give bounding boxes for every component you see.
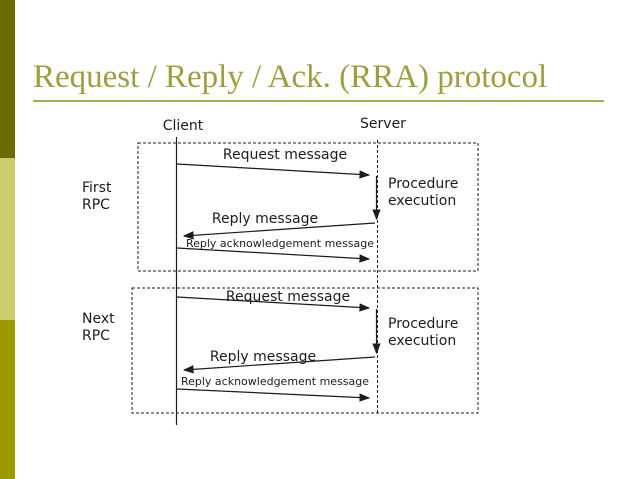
page-title: Request / Reply / Ack. (RRA) protocol: [33, 58, 604, 102]
next-rpc-label: Next RPC: [82, 311, 115, 344]
procedure-execution-label-first: Procedure execution: [388, 176, 459, 209]
request-message-label-first: Request message: [222, 147, 348, 163]
first-rpc-label: First RPC: [82, 180, 112, 213]
reply-ack-message-label-next: Reply acknowledgement message: [180, 375, 370, 388]
sidebar-accent-bar-dark: [0, 0, 15, 158]
ack-arrow-next: [176, 388, 371, 402]
procedure-execution-label-next: Procedure execution: [388, 316, 459, 349]
ack-arrow-first: [176, 247, 371, 263]
reply-arrow-next: [182, 356, 376, 374]
reply-message-label-next: Reply message: [209, 349, 317, 365]
client-lifeline-label: Client: [162, 118, 204, 134]
reply-ack-message-label-first: Reply acknowledgement message: [185, 237, 375, 250]
request-arrow-first: [176, 163, 371, 179]
sidebar-accent-bar-mid: [0, 320, 15, 479]
request-arrow-next: [176, 296, 371, 312]
sidebar-accent-bar-light: [0, 158, 15, 320]
server-lifeline-label: Server: [360, 116, 406, 132]
reply-arrow-first: [182, 222, 376, 240]
next-rpc-box: [131, 287, 479, 414]
first-rpc-box: [137, 142, 479, 272]
request-message-label-next: Request message: [225, 289, 351, 305]
reply-message-label-first: Reply message: [211, 211, 319, 227]
